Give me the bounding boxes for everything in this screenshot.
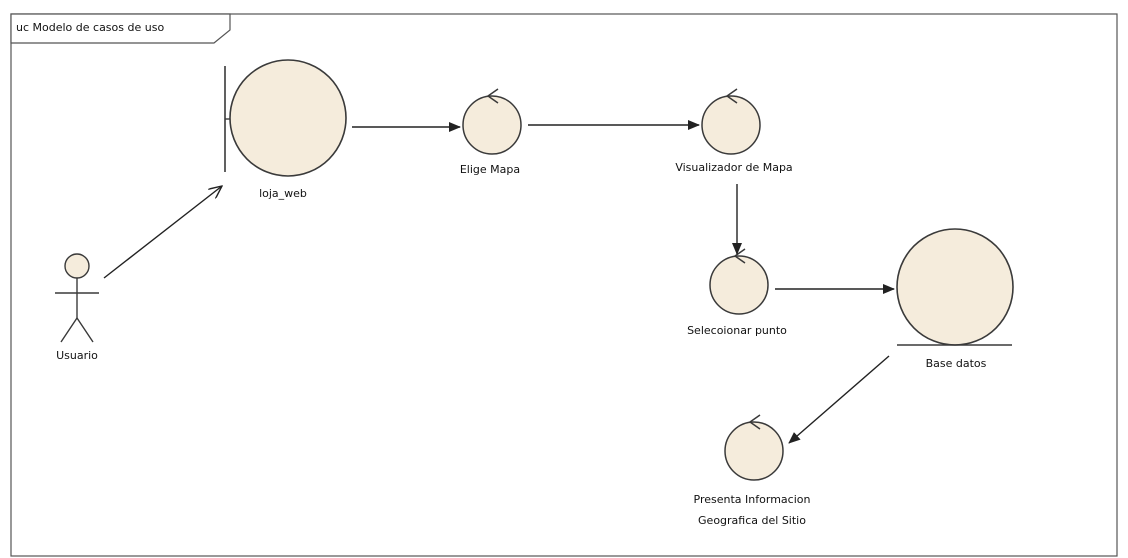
control-circle: [462, 95, 522, 155]
control-presenta-informacion[interactable]: Presenta Informacion Geografica del Siti…: [694, 414, 811, 527]
control-label: Elige Mapa: [460, 163, 520, 176]
control-label: Visualizador de Mapa: [675, 161, 792, 174]
control-arrowhead-icon: [725, 88, 738, 104]
frame-title: uc Modelo de casos de uso: [16, 21, 164, 34]
actor-label: Usuario: [56, 349, 98, 362]
actor-left-leg: [60, 317, 78, 343]
control-circle: [709, 255, 769, 315]
actor-right-leg: [76, 317, 94, 343]
control-label-line1: Presenta Informacion: [694, 493, 811, 506]
frame-title-tab: [10, 13, 231, 44]
control-label-line2: Geografica del Sitio: [698, 514, 806, 527]
actor-head: [64, 253, 90, 279]
control-circle: [701, 95, 761, 155]
actor-usuario[interactable]: Usuario: [55, 253, 99, 362]
entity-label: Base datos: [926, 357, 987, 370]
entity-base-datos[interactable]: Base datos: [896, 228, 1014, 370]
control-label: Selecoionar punto: [687, 324, 787, 337]
boundary-loja-web[interactable]: loja_web: [224, 59, 347, 200]
control-circle: [724, 421, 784, 481]
control-visualizador-de-mapa[interactable]: Visualizador de Mapa: [675, 88, 793, 174]
control-arrowhead-icon: [486, 88, 499, 104]
connector-usuario-to-loja-web[interactable]: [103, 186, 222, 279]
boundary-label: loja_web: [259, 187, 307, 200]
control-arrowhead-icon: [748, 414, 761, 430]
boundary-circle: [229, 59, 347, 177]
connector-base-datos-to-presenta[interactable]: [788, 355, 890, 444]
control-seleccionar-punto[interactable]: Selecoionar punto: [687, 248, 787, 337]
entity-circle: [896, 228, 1014, 346]
control-elige-mapa[interactable]: Elige Mapa: [460, 88, 522, 176]
